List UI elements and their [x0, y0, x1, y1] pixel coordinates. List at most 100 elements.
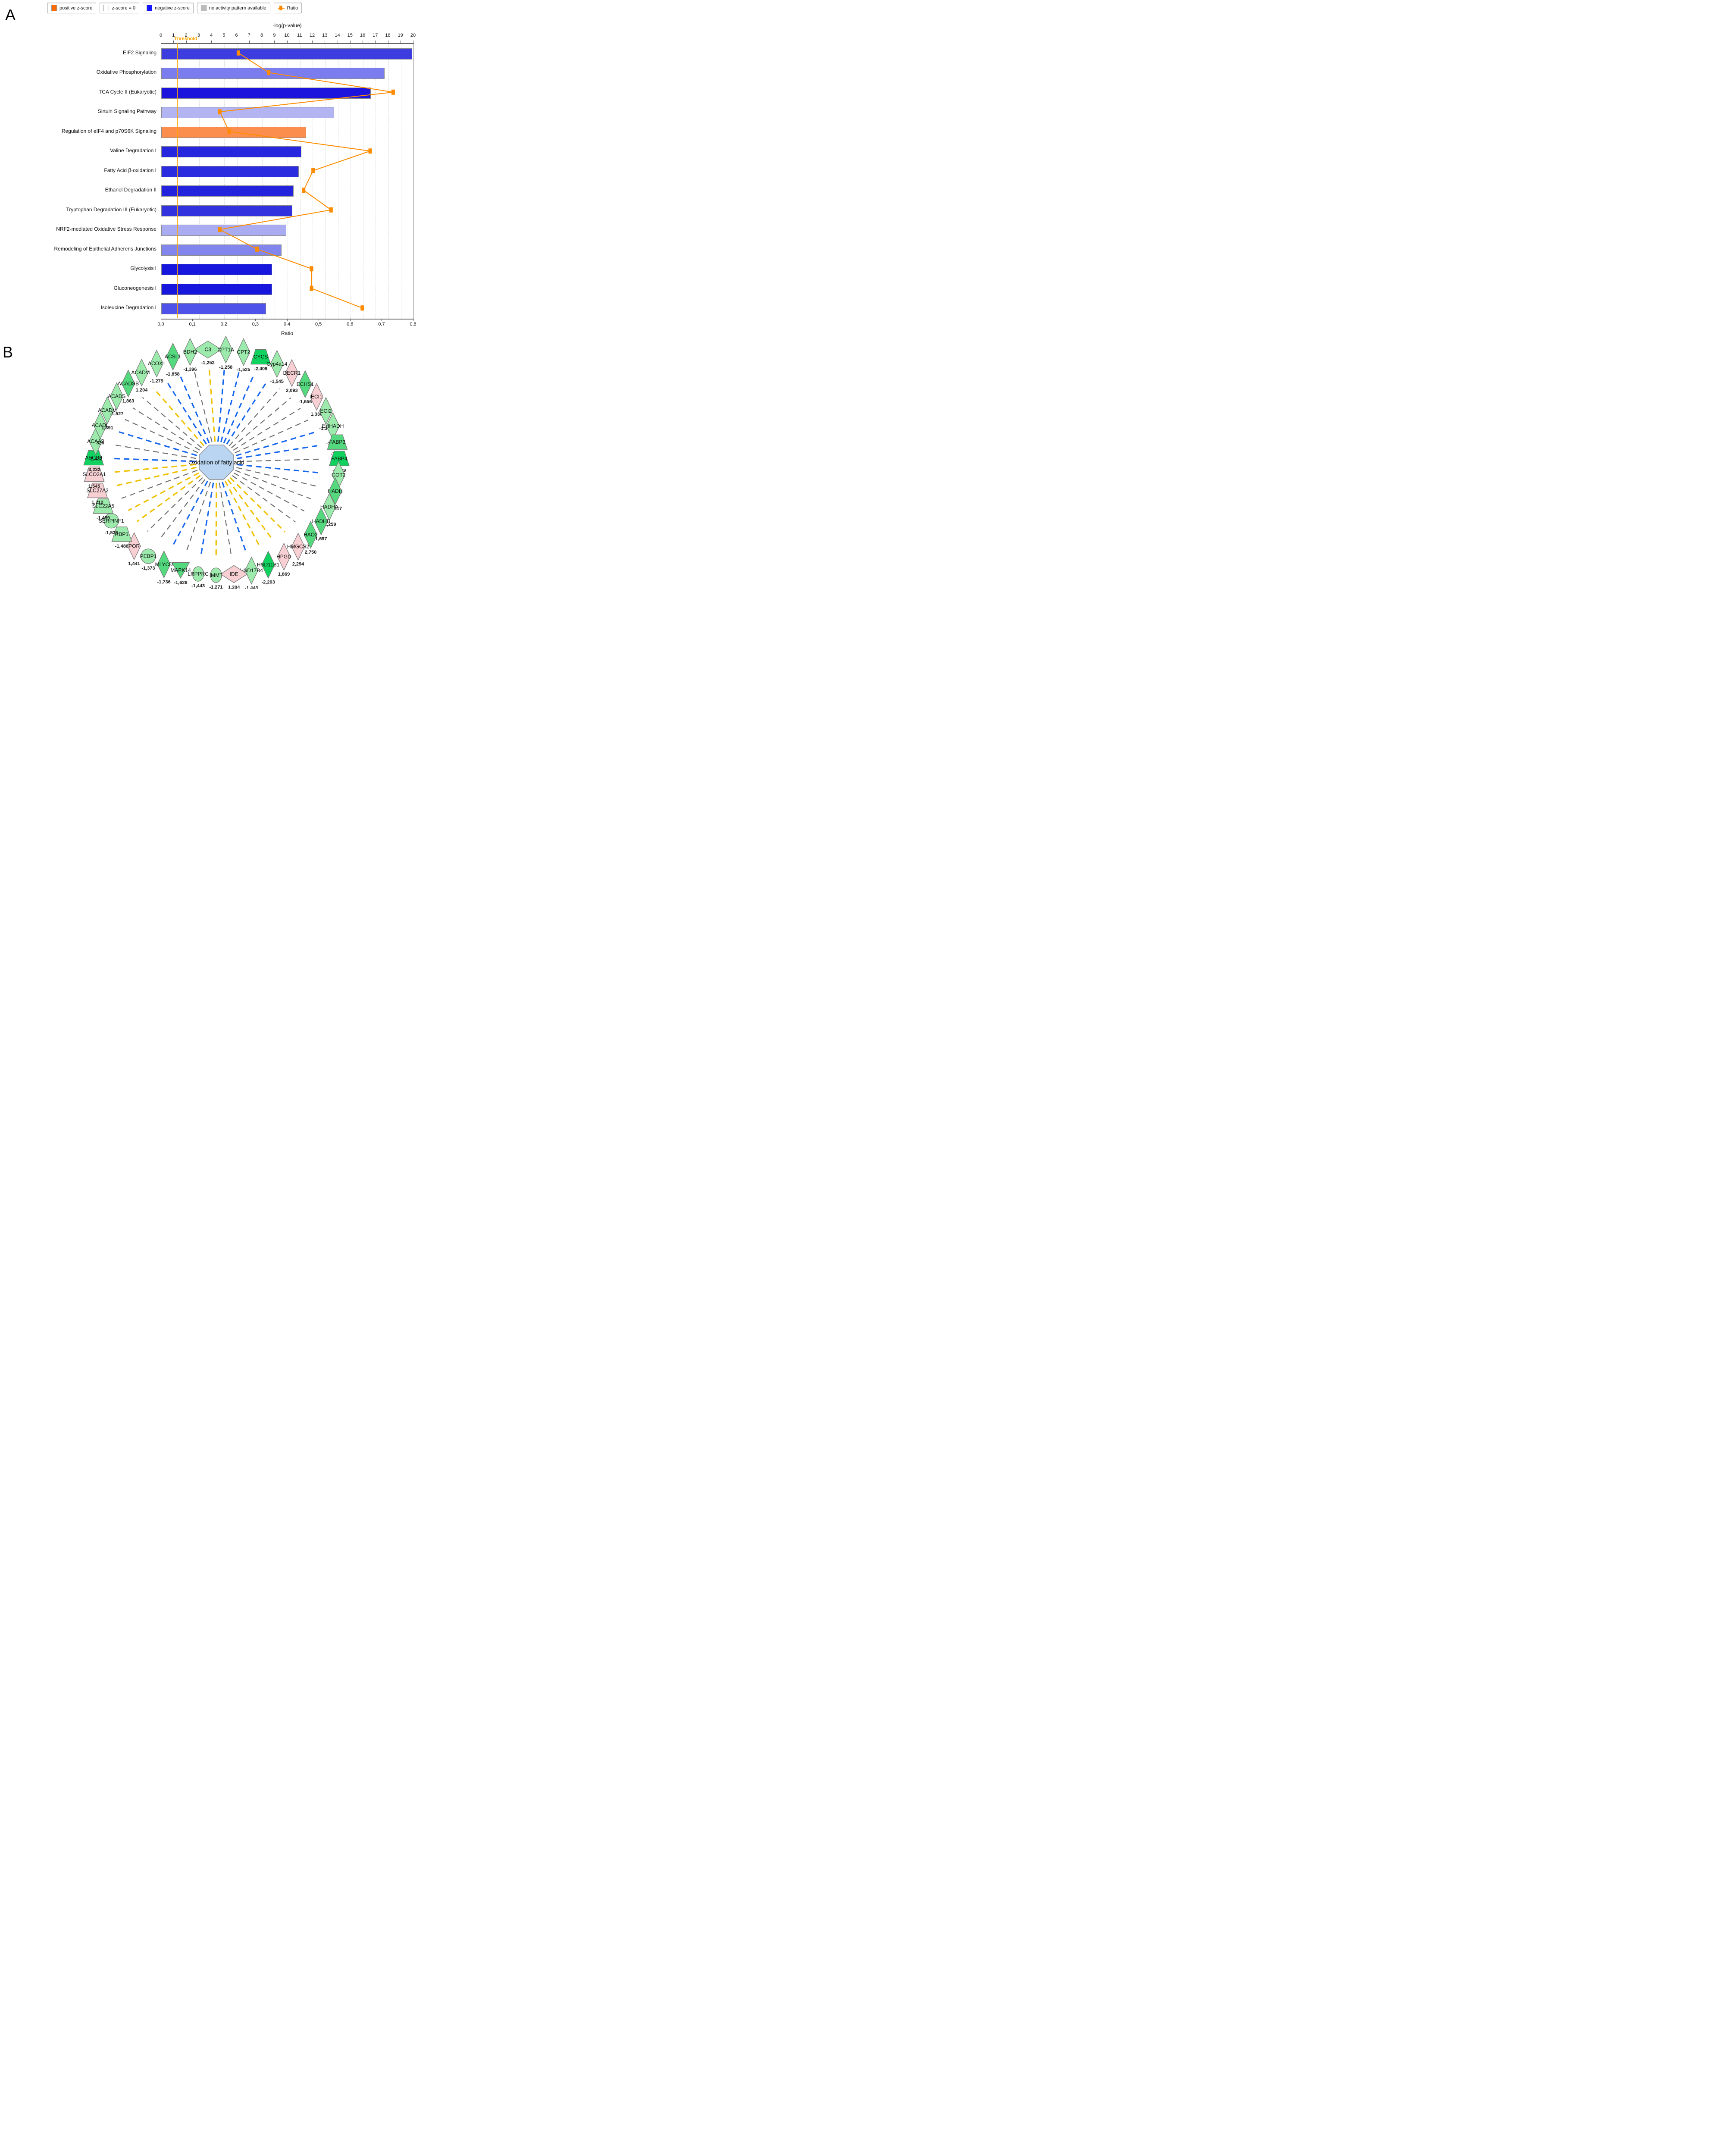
- top-tick-label: 16: [360, 33, 366, 38]
- bottom-tick-mark: [287, 319, 288, 321]
- gene-node-cpt1a[interactable]: [219, 335, 233, 364]
- ratio-marker[interactable]: [218, 227, 222, 232]
- gene-node-slc22a5[interactable]: [93, 498, 114, 514]
- gene-node-slc27a2[interactable]: [87, 483, 108, 498]
- top-tick-label: 11: [297, 33, 302, 38]
- ratio-marker[interactable]: [267, 70, 271, 75]
- gene-node-slco2a1[interactable]: [84, 467, 105, 482]
- bottom-tick-label: 0,6: [347, 322, 354, 327]
- pathway-bar[interactable]: [161, 264, 272, 276]
- edge-acaa2: [115, 444, 197, 459]
- ratio-marker[interactable]: [360, 305, 364, 311]
- gene-node-pebp1[interactable]: [141, 548, 156, 564]
- center-function-node[interactable]: [199, 445, 234, 480]
- gene-node-cyp4a14[interactable]: [270, 350, 284, 378]
- edge-pebp1: [159, 479, 206, 540]
- gene-label-eci2: ECI2: [320, 408, 332, 414]
- gene-node-hmgcs2[interactable]: [291, 533, 305, 561]
- pathway-bar[interactable]: [161, 87, 371, 99]
- gene-label-mapk14: MAPK14: [170, 567, 191, 573]
- gene-value-immt: -1,271: [209, 585, 222, 589]
- gene-node-rbp1[interactable]: [111, 526, 132, 542]
- ratio-marker[interactable]: [310, 266, 313, 272]
- gene-node-echs1[interactable]: [298, 370, 312, 398]
- gene-label-acadl: ACADL: [92, 423, 109, 429]
- gene-node-eci2[interactable]: [319, 397, 333, 425]
- threshold-line: [177, 43, 178, 318]
- gene-node-mlycd[interactable]: [157, 550, 171, 579]
- gene-node-acox1[interactable]: [150, 349, 164, 378]
- gene-node-acadsb[interactable]: [121, 370, 135, 398]
- gene-node-hao2[interactable]: [304, 520, 318, 549]
- gene-node-acadm[interactable]: [100, 396, 114, 424]
- gene-node-ide[interactable]: [220, 565, 248, 583]
- bottom-tick-label: 0,8: [410, 322, 416, 327]
- pathway-bar[interactable]: [161, 146, 301, 158]
- gene-node-fabp4[interactable]: [329, 451, 350, 466]
- gene-node-eci1[interactable]: [310, 382, 324, 411]
- pathway-label: TCA Cycle II (Eukaryotic): [98, 88, 157, 95]
- top-tick-mark: [211, 41, 212, 43]
- ratio-marker[interactable]: [236, 50, 240, 56]
- edge-acadl: [119, 431, 197, 456]
- gene-value-hsd11b1: -2,203: [262, 580, 275, 585]
- gene-value-mlycd: -1,736: [157, 580, 171, 585]
- gridline: [224, 44, 225, 319]
- gene-node-acadl[interactable]: [93, 411, 107, 440]
- gene-node-cpt2[interactable]: [237, 338, 250, 366]
- pathway-bar[interactable]: [161, 185, 294, 197]
- gene-node-bdh2[interactable]: [183, 338, 197, 366]
- legend-item-label: no activity pattern available: [209, 5, 266, 11]
- gene-value-acaa2: -1,432: [89, 457, 102, 462]
- top-tick-label: 5: [222, 33, 225, 38]
- ratio-marker[interactable]: [255, 246, 259, 252]
- top-tick-label: 9: [273, 33, 276, 38]
- pathway-bar[interactable]: [161, 48, 413, 60]
- gene-value-echs1: -1,656: [298, 399, 312, 404]
- pathway-bar[interactable]: [161, 283, 272, 295]
- pathway-bar[interactable]: [161, 244, 282, 256]
- ratio-marker[interactable]: [218, 109, 222, 115]
- gene-node-acsl1[interactable]: [166, 342, 180, 371]
- gene-node-c3[interactable]: [194, 340, 222, 359]
- gene-node-hadh[interactable]: [328, 477, 342, 505]
- pathway-bar[interactable]: [161, 166, 299, 177]
- ratio-marker[interactable]: [310, 285, 313, 291]
- gene-value-cycs: -2,409: [254, 367, 267, 372]
- gene-node-decr1[interactable]: [285, 359, 299, 387]
- ratio-marker[interactable]: [227, 128, 231, 134]
- gene-node-hadha[interactable]: [322, 492, 336, 521]
- top-axis-title: -log(p-value): [272, 22, 302, 28]
- ratio-marker[interactable]: [329, 207, 333, 213]
- gene-label-acsl1: ACSL1: [165, 354, 181, 360]
- gene-label-decr1: DECR1: [283, 370, 301, 376]
- gene-node-acadvl[interactable]: [135, 358, 149, 387]
- gene-node-hpgd[interactable]: [277, 542, 291, 571]
- gene-node-acads[interactable]: [110, 382, 124, 411]
- ratio-marker[interactable]: [302, 188, 306, 193]
- gene-node-lrpprc[interactable]: [192, 566, 204, 582]
- gene-label-cpt2: CPT2: [237, 349, 250, 355]
- gene-node-fabp3[interactable]: [327, 434, 348, 450]
- ratio-marker[interactable]: [311, 168, 315, 173]
- gene-node-mapk14[interactable]: [171, 562, 190, 579]
- ratio-marker[interactable]: [391, 89, 395, 95]
- gene-node-immt[interactable]: [210, 567, 222, 583]
- gene-value-hmgcs2: 2,294: [292, 562, 304, 567]
- pathway-bar[interactable]: [161, 225, 286, 236]
- legend-item-label: z-score = 0: [112, 5, 136, 11]
- gene-node-hsd17b4[interactable]: [244, 556, 258, 585]
- gridline: [388, 44, 389, 319]
- gene-label-acox1: ACOX1: [148, 360, 166, 367]
- gene-node-hsd11b1[interactable]: [261, 551, 275, 579]
- edge-slco2a1: [114, 464, 196, 473]
- ratio-marker[interactable]: [368, 148, 372, 154]
- gene-label-por: POR: [128, 543, 140, 549]
- legend-item-ratio: Ratio: [273, 3, 302, 13]
- gene-value-abcd3: -3,232: [87, 467, 100, 473]
- pathway-label: Remodeling of Epithelial Adherens Juncti…: [54, 245, 157, 252]
- pathway-bar[interactable]: [161, 205, 293, 216]
- gene-node-hadhb[interactable]: [314, 507, 328, 536]
- pathway-bar[interactable]: [161, 303, 266, 315]
